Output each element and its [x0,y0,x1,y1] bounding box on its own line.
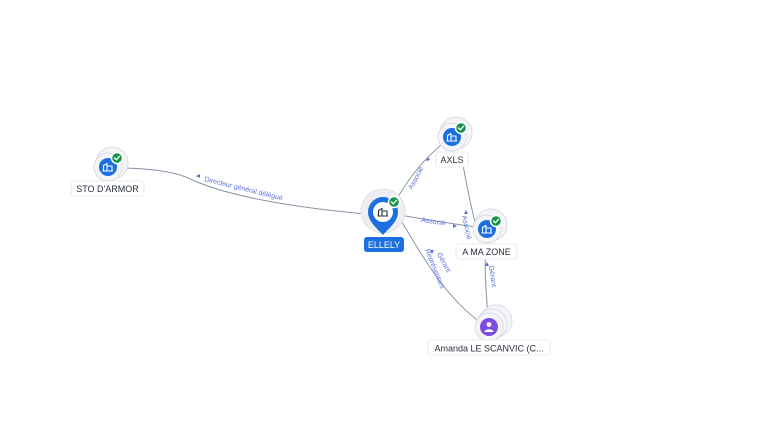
node-sto-darmor[interactable]: STO D'ARMOR [70,146,145,197]
node-axls[interactable]: AXLS [435,116,473,168]
edge-arrow [485,262,489,266]
edge-label-associe-amz: Associé [421,217,446,227]
building-icon [481,224,492,234]
edge-label-associe-axls-amz: Associé [460,215,472,241]
edge-arrow [196,174,200,178]
node-label-sto-darmor: STO D'ARMOR [76,184,139,194]
verified-check-icon [489,214,503,228]
building-icon [377,207,388,217]
person-icon [484,322,494,332]
node-label-box [455,243,518,260]
node-label-amanda: Amanda LE SCANVIC (C... [434,344,543,354]
building-icon [446,132,457,142]
verified-check-icon [110,151,124,165]
edge-label-gerant-amz: Gérant [487,265,497,287]
building-icon [102,162,113,172]
node-a-ma-zone[interactable]: A MA ZONE [455,208,518,260]
pin-inner [373,202,393,222]
edge-label-directeur: Directeur général délégué [204,176,284,202]
edge-amanda-ellely[interactable] [401,221,481,323]
node-label-axls: AXLS [440,155,463,165]
edge-arrow [453,224,457,228]
node-amanda-le-scanvic[interactable]: Amanda LE SCANVIC (C... [427,304,551,356]
edge-arrow [430,250,434,254]
node-ellely[interactable]: ELLELY [360,188,406,252]
verified-check-icon [454,121,468,135]
edge-ellely-sto-darmor[interactable] [117,167,367,215]
node-label-a-ma-zone: A MA ZONE [462,247,511,257]
verified-check-icon [387,195,401,209]
person-node-core [480,318,498,336]
node-label-box-focus [364,237,404,252]
edge-arrow [464,210,468,214]
node-label-ellely: ELLELY [368,240,400,250]
node-label-box [427,339,551,356]
node-label-box [70,180,145,197]
edge-arrow [426,157,430,161]
node-label-box [435,151,469,168]
